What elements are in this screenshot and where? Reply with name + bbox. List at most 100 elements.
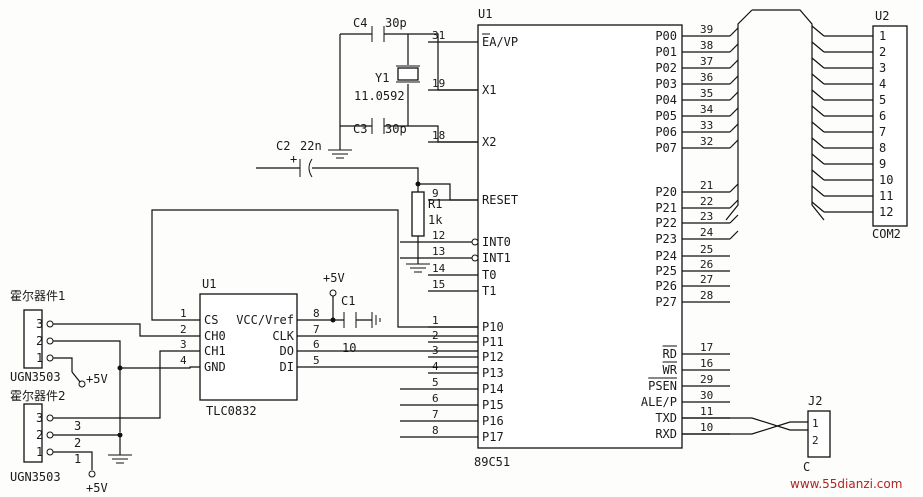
mcu-pin-number: 7 [432,408,439,421]
display-ref: U2 [875,9,889,23]
reset-wire [418,183,478,201]
mcu-pin-name: X2 [482,135,496,149]
mcu-pin-name: INT1 [482,251,511,265]
display-pin-number: 11 [879,189,893,203]
j2-part: C [803,460,810,474]
bus-entry [811,169,825,181]
c2-value: 22n [300,139,322,153]
bus-entry [729,139,739,149]
adc-pin-name: CLK [272,329,294,343]
bus-entry [811,201,825,213]
mcu-part: 89C51 [474,455,510,469]
display-body [872,25,908,227]
bus-entry [811,185,825,197]
mcu-pin-name: P26 [655,279,677,293]
adc-pin-name: CS [204,313,218,327]
display-pin-number: 12 [879,205,893,219]
reset-circuit: C2 22n + R1 1k [256,139,478,273]
c4-capacitor [371,26,385,42]
mcu-pin-number: 17 [700,341,713,354]
adc-pin-name: VCC/Vref [236,313,294,327]
display-pin-number: 9 [879,157,886,171]
adc-body [199,293,298,401]
bus-entry [811,153,825,165]
bus-entry [729,43,739,53]
mcu-pin-number: 23 [700,210,713,223]
display-pin-number: 1 [879,29,886,43]
mcu-pin-name: P12 [482,350,504,364]
mcu-pin-name: P02 [655,61,677,75]
connector-j2: J2 C 1 2 [682,394,831,474]
mcu-pin-name: P01 [655,45,677,59]
mcu-pin-name: P10 [482,320,504,334]
sensor2-out-wire [53,350,200,419]
bus-entry [729,123,739,133]
adc-pin-number: 1 [180,307,187,320]
mcu-pin-name: P00 [655,29,677,43]
adc-pin-name: CH1 [204,344,226,358]
osc-ground-icon [328,149,352,159]
c1-capacitor [343,312,357,328]
sensor1-vcc-wire [53,357,73,372]
rxd-wire [682,421,808,435]
sensor1-term3 [46,320,54,328]
hall-sensor-1: 霍尔器件1 UGN3503 3 2 1 +5V [10,288,200,432]
mcu-pin-name: P14 [482,382,504,396]
y1-value: 11.0592 [354,89,405,103]
watermark: www.55dianzi.com [790,477,902,491]
c3-ref: C3 [353,122,367,136]
sensor1-vcc-terminal [78,380,86,388]
bus-entry [811,137,825,149]
c2-ref: C2 [276,139,290,153]
c1-value: 10 [342,341,356,355]
mcu-pin-number: 30 [700,389,713,402]
adc-vcc-label: +5V [323,271,345,285]
c2-plus: + [290,152,297,166]
bus-entry [729,183,739,193]
bus-entry [729,59,739,69]
adc-pin-number: 7 [313,323,320,336]
adc-gnd-junction [117,365,123,371]
mcu-pin-name: TXD [655,411,677,425]
bus-entry [729,230,739,240]
mcu-pin-number: 9 [432,187,439,200]
j2-pin2: 2 [812,434,819,447]
crystal-y1 [397,67,419,81]
mcu-pin-name: P15 [482,398,504,412]
sensor1-part: UGN3503 [10,370,61,384]
sensor2-net-gnd: 2 [74,436,81,450]
vcc-to-reset-wire [256,167,419,192]
mcu-pin-name: ALE/P [641,395,677,409]
mcu-pin-name: P20 [655,185,677,199]
sensor2-part: UGN3503 [10,470,61,484]
mcu-pin-number: 1 [432,314,439,327]
mcu-pin-number: 38 [700,39,713,52]
display-pin-number: 7 [879,125,886,139]
sensor1-body [23,309,43,369]
display-pin-number: 3 [879,61,886,75]
mcu-pin-number: 15 [432,278,445,291]
mcu-pin-name: P17 [482,430,504,444]
mcu-pin-number: 39 [700,23,713,36]
display-pin-number: 2 [879,45,886,59]
mcu-pin-number: 32 [700,135,713,148]
mcu-pin-number: 24 [700,226,714,239]
mcu-pin-number: 11 [700,405,713,418]
adc-pin-number: 2 [180,323,187,336]
sensor2-pin3: 3 [36,411,43,425]
mcu-pin-number: 18 [432,129,445,142]
mcu-pin-number: 25 [700,243,713,256]
mcu-pin-number: 31 [432,29,445,42]
sensor1-supply: +5V [86,372,108,386]
mcu-ref: U1 [478,7,492,21]
display-pin-number: 4 [879,77,886,91]
adc-pin-number: 6 [313,338,320,351]
bus-entry [811,57,825,69]
mcu-pin-number: 19 [432,77,445,90]
sensor-ground-icon [108,454,132,464]
mcu-pin-number: 35 [700,87,713,100]
